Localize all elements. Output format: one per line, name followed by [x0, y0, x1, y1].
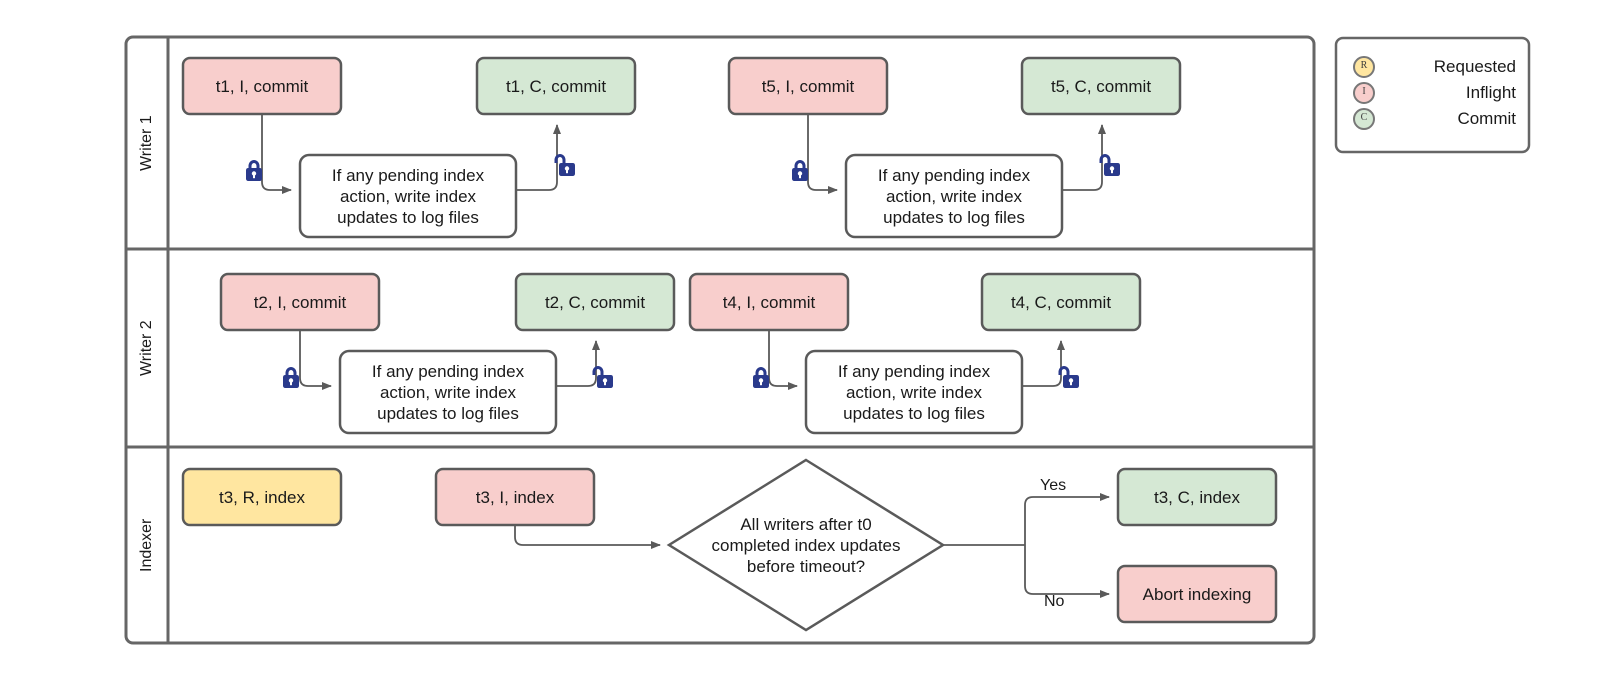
- node-ix-t3-c[interactable]: [1116, 467, 1278, 527]
- node-w1-note-a[interactable]: [298, 153, 518, 239]
- edge-w2-t4i-to-note: [768, 330, 798, 390]
- edge-w2-note-to-t2c: [556, 340, 600, 387]
- legend-badge-commit: [1353, 108, 1375, 130]
- node-w1-t1-i[interactable]: [181, 56, 343, 116]
- node-w1-note-b[interactable]: [844, 153, 1064, 239]
- node-w2-t4-i[interactable]: [688, 272, 850, 332]
- edge-w2-note-to-t4c: [1022, 340, 1065, 387]
- node-w1-t1-c[interactable]: [475, 56, 637, 116]
- node-w2-t2-i[interactable]: [219, 272, 381, 332]
- w1-lock-1-locked-icon: [246, 160, 262, 181]
- legend-badge-inflight: [1353, 82, 1375, 104]
- writer1-shapes: [181, 56, 1182, 239]
- legend-badge-requested: [1353, 56, 1375, 78]
- w1-unlock-1-unlocked-icon: [554, 154, 575, 176]
- indexer-shapes: [181, 458, 1278, 632]
- node-ix-t3-i[interactable]: [434, 467, 596, 527]
- node-ix-decision[interactable]: [666, 458, 946, 632]
- edge-ix-yes: [1024, 493, 1110, 545]
- w1-lock-2-locked-icon: [792, 160, 808, 181]
- edge-w1-note-to-t5c: [1062, 124, 1106, 191]
- node-w2-t2-c[interactable]: [514, 272, 676, 332]
- w2-unlock-1-unlocked-icon: [592, 366, 613, 388]
- lock-icons: [246, 154, 1120, 388]
- w1-unlock-2-unlocked-icon: [1099, 154, 1120, 176]
- w2-unlock-2-unlocked-icon: [1058, 366, 1079, 388]
- node-w2-note-b[interactable]: [804, 349, 1024, 435]
- w2-lock-1-locked-icon: [283, 367, 299, 388]
- edge-w1-t1i-to-note: [261, 114, 292, 194]
- node-w1-t5-i[interactable]: [727, 56, 889, 116]
- edge-w2-t2i-to-note: [299, 330, 332, 390]
- node-ix-t3-r[interactable]: [181, 467, 343, 527]
- edge-w1-t5i-to-note: [807, 114, 838, 194]
- node-w2-note-a[interactable]: [338, 349, 558, 435]
- edge-ix-no: [1024, 545, 1110, 598]
- node-ix-abort[interactable]: [1116, 564, 1278, 624]
- w2-lock-2-locked-icon: [753, 367, 769, 388]
- node-w2-t4-c[interactable]: [980, 272, 1142, 332]
- edge-w1-note-to-t1c: [516, 124, 561, 191]
- node-w1-t5-c[interactable]: [1020, 56, 1182, 116]
- legend-box: [1334, 36, 1531, 154]
- edge-ix-t3i-to-decision: [514, 525, 661, 549]
- writer2-shapes: [219, 272, 1142, 435]
